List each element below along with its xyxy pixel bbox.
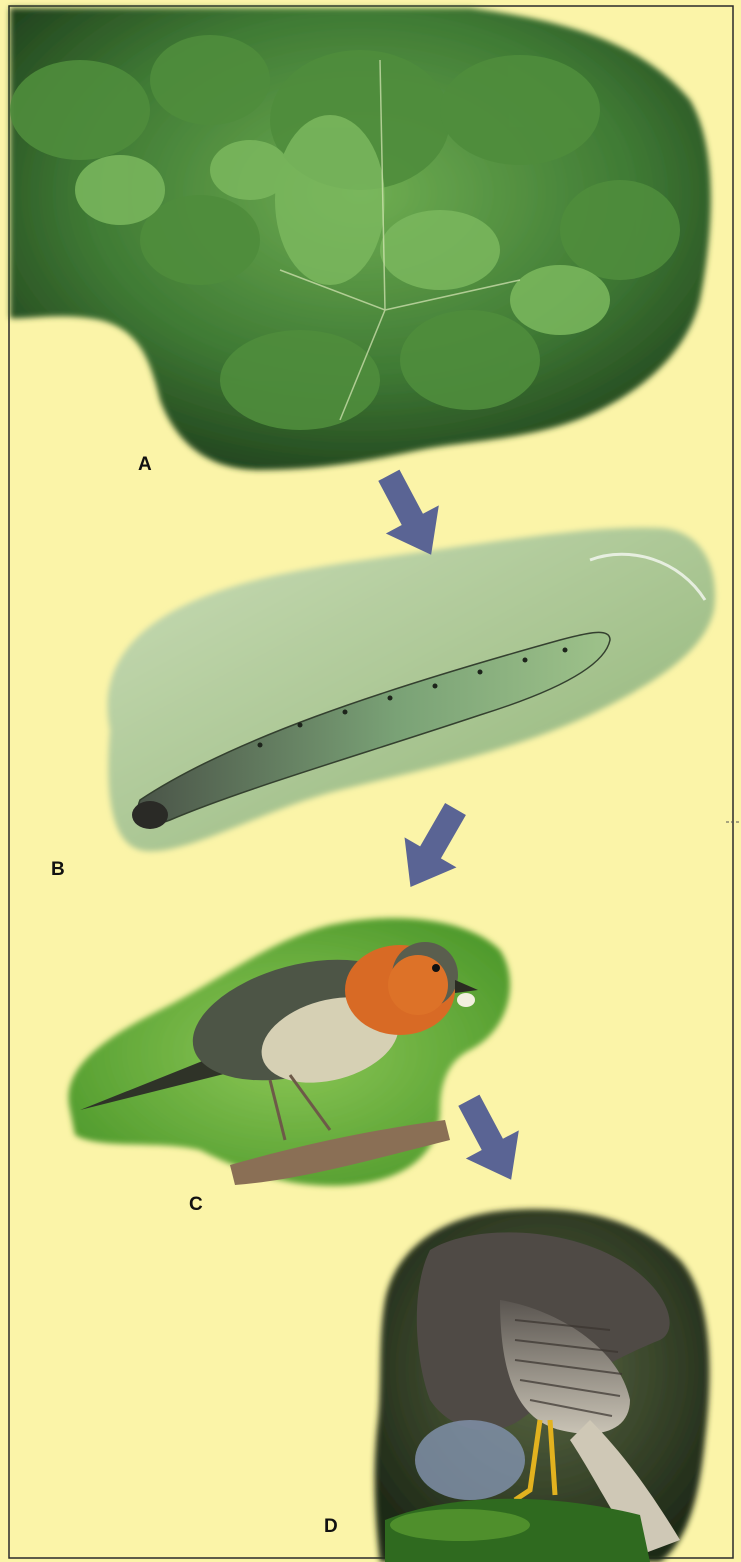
panel-label-d: D	[324, 1517, 338, 1536]
panel-label-c: C	[189, 1195, 203, 1214]
panel-label-a: A	[138, 455, 152, 474]
panel-label-b: B	[51, 860, 65, 879]
hawk-image	[375, 1209, 710, 1562]
